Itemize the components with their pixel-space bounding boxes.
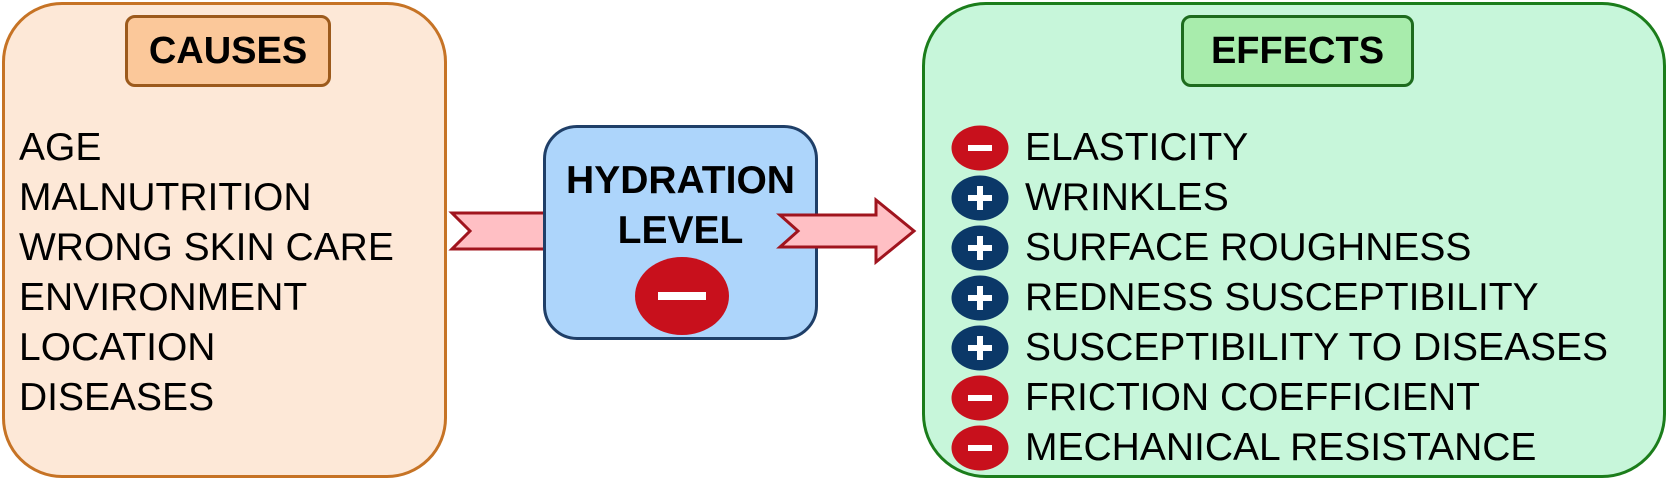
hydration-level-box: HYDRATION LEVEL [543,125,818,340]
effect-item-label: WRINKLES [1025,176,1229,219]
effect-item: SURFACE ROUGHNESS [951,223,1608,273]
effect-item-label: SUSCEPTIBILITY TO DISEASES [1025,326,1609,369]
effect-item-label: ELASTICITY [1025,126,1249,169]
cause-item-malnutrition: MALNUTRITION [19,176,312,219]
effects-title: EFFECTS [1181,15,1414,87]
effects-list: ELASTICITY WRINKLES SURFACE ROUGHNESS REDNE… [951,123,1608,473]
minus-icon [951,125,1009,171]
plus-icon [951,225,1009,271]
causes-panel: CAUSES AGE MALNUTRITION WRONG SKIN CARE … [2,2,447,478]
effects-panel: EFFECTS ELASTICITY WRINKLES SURFACE ROUGHN… [922,2,1666,478]
plus-icon [951,325,1009,371]
cause-item-environment: ENVIRONMENT [19,276,308,319]
effect-item-label: REDNESS SUSCEPTIBILITY [1025,276,1539,319]
effect-item: SUSCEPTIBILITY TO DISEASES [951,323,1608,373]
effect-item-label: MECHANICAL RESISTANCE [1025,426,1537,469]
effect-item: REDNESS SUSCEPTIBILITY [951,273,1608,323]
effect-item-label: SURFACE ROUGHNESS [1025,226,1472,269]
cause-item-diseases: DISEASES [19,376,215,419]
effect-item: WRINKLES [951,173,1608,223]
hydration-label-line1: HYDRATION [566,159,795,202]
effect-item: MECHANICAL RESISTANCE [951,423,1608,473]
cause-item-location: LOCATION [19,326,216,369]
minus-icon [951,425,1009,471]
plus-icon [951,175,1009,221]
effect-item: FRICTION COEFFICIENT [951,373,1608,423]
plus-icon [951,275,1009,321]
cause-item-wrong-skin-care: WRONG SKIN CARE [19,226,394,269]
hydration-level-label: HYDRATION LEVEL [546,156,815,256]
hydration-label-line2: LEVEL [617,209,744,252]
effect-item-label: FRICTION COEFFICIENT [1025,376,1480,419]
minus-icon [951,375,1009,421]
minus-icon [635,257,729,335]
causes-list: AGE MALNUTRITION WRONG SKIN CARE ENVIRON… [19,123,394,423]
hydration-to-effects-arrow [776,196,917,266]
effect-item: ELASTICITY [951,123,1608,173]
cause-item-age: AGE [19,126,102,169]
causes-title: CAUSES [125,15,331,87]
